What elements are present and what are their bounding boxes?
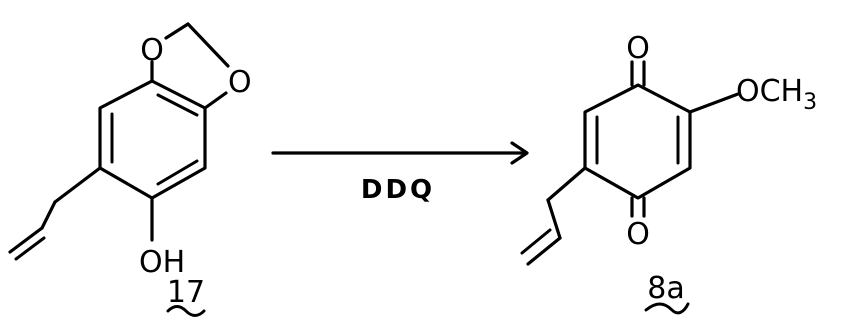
c17-bond-ch2-o-right [186, 22, 230, 68]
c8a-methoxy-text: OCH [736, 74, 803, 109]
c17-aromatic-bond [156, 93, 199, 117]
reaction-arrow: DDQ [271, 141, 529, 205]
reagent-label: DDQ [361, 175, 435, 205]
compound-17-structure: O O OH 17 [8, 22, 252, 317]
c17-bond-o-right [203, 91, 228, 110]
c8a-number-underline [644, 302, 690, 315]
c8a-methoxy-subscript: 3 [803, 90, 817, 115]
c17-aromatic-bond [156, 159, 199, 186]
c17-allyl-bond [53, 166, 102, 204]
c17-atom-o-right: O [228, 65, 252, 100]
c17-allyl-double-bond [14, 236, 46, 261]
arrow-head [510, 141, 529, 165]
c8a-atom-o-bottom: O [626, 217, 650, 252]
c17-benzene-ring [98, 79, 207, 200]
c17-allyl-bond [40, 200, 57, 230]
c8a-atom-o-top: O [626, 31, 650, 66]
c17-compound-number: 17 [167, 275, 205, 310]
c8a-quinone-ring [583, 83, 692, 200]
c8a-methoxy-label: OCH3 [736, 74, 817, 115]
compound-8a-structure: O O OCH3 8a [520, 31, 817, 315]
c17-bond-o-top-ch2 [164, 22, 190, 40]
c8a-bond-methoxy [688, 92, 740, 114]
c8a-allyl-bond [546, 198, 562, 240]
c8a-allyl-bond [526, 236, 562, 266]
c17-atom-o-top: O [140, 33, 164, 68]
c17-allyl-bond [8, 226, 44, 254]
c8a-allyl-bond [546, 166, 587, 202]
c17-number-underline [166, 305, 206, 317]
c8a-compound-number: 8a [647, 271, 684, 306]
c17-atom-oh: OH [139, 245, 185, 280]
c8a-allyl-double-bond [520, 228, 552, 255]
